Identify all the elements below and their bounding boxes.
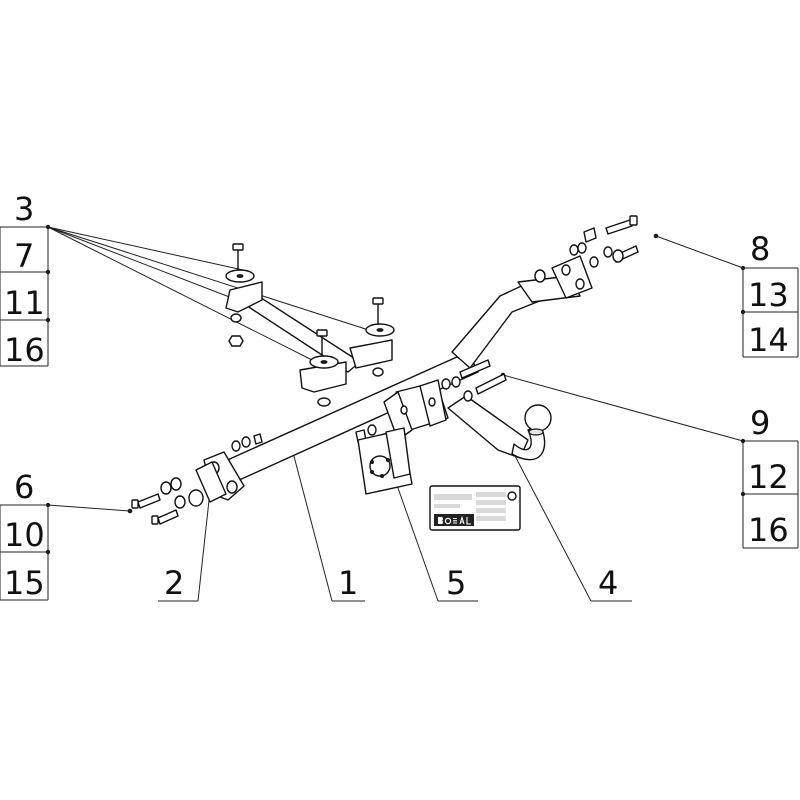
callout-boxes [0, 226, 799, 601]
nut-lower [317, 367, 384, 407]
bolt-middle [365, 297, 395, 337]
bolt-top-left [225, 243, 255, 283]
center-fasteners [355, 359, 507, 443]
callout-8: 8 [750, 230, 770, 268]
callout-16-right: 16 [748, 511, 789, 549]
bosal-logo [434, 514, 474, 526]
bolt-lower [309, 329, 339, 369]
nut-left [228, 313, 244, 347]
callout-15: 15 [4, 564, 45, 602]
callout-6: 6 [14, 468, 34, 506]
callout-2: 2 [164, 564, 184, 602]
callout-14: 14 [748, 321, 789, 359]
callout-10: 10 [4, 516, 45, 554]
callout-7: 7 [14, 237, 34, 275]
id-plate [429, 485, 521, 531]
callout-numbers: 3 7 11 16 8 13 14 9 12 16 6 10 15 2 1 5 … [4, 190, 789, 602]
right-top-bracket [551, 255, 593, 299]
tow-ball-neck [447, 395, 552, 461]
callout-1: 1 [338, 564, 358, 602]
main-drawbar [195, 255, 593, 503]
callout-4: 4 [598, 564, 618, 602]
right-top-fasteners [534, 215, 639, 283]
socket-plate [357, 427, 413, 495]
callout-16-left: 16 [4, 331, 45, 369]
left-side-member [225, 243, 395, 407]
callout-9: 9 [750, 404, 770, 442]
central-block [383, 379, 449, 441]
callout-11: 11 [4, 284, 45, 322]
callout-5: 5 [446, 564, 466, 602]
callout-12: 12 [748, 458, 789, 496]
left-end-bracket [195, 451, 245, 503]
callout-13: 13 [748, 276, 789, 314]
callout-3: 3 [14, 190, 34, 228]
left-end-fasteners [131, 433, 263, 525]
leader-lines [45, 224, 746, 602]
